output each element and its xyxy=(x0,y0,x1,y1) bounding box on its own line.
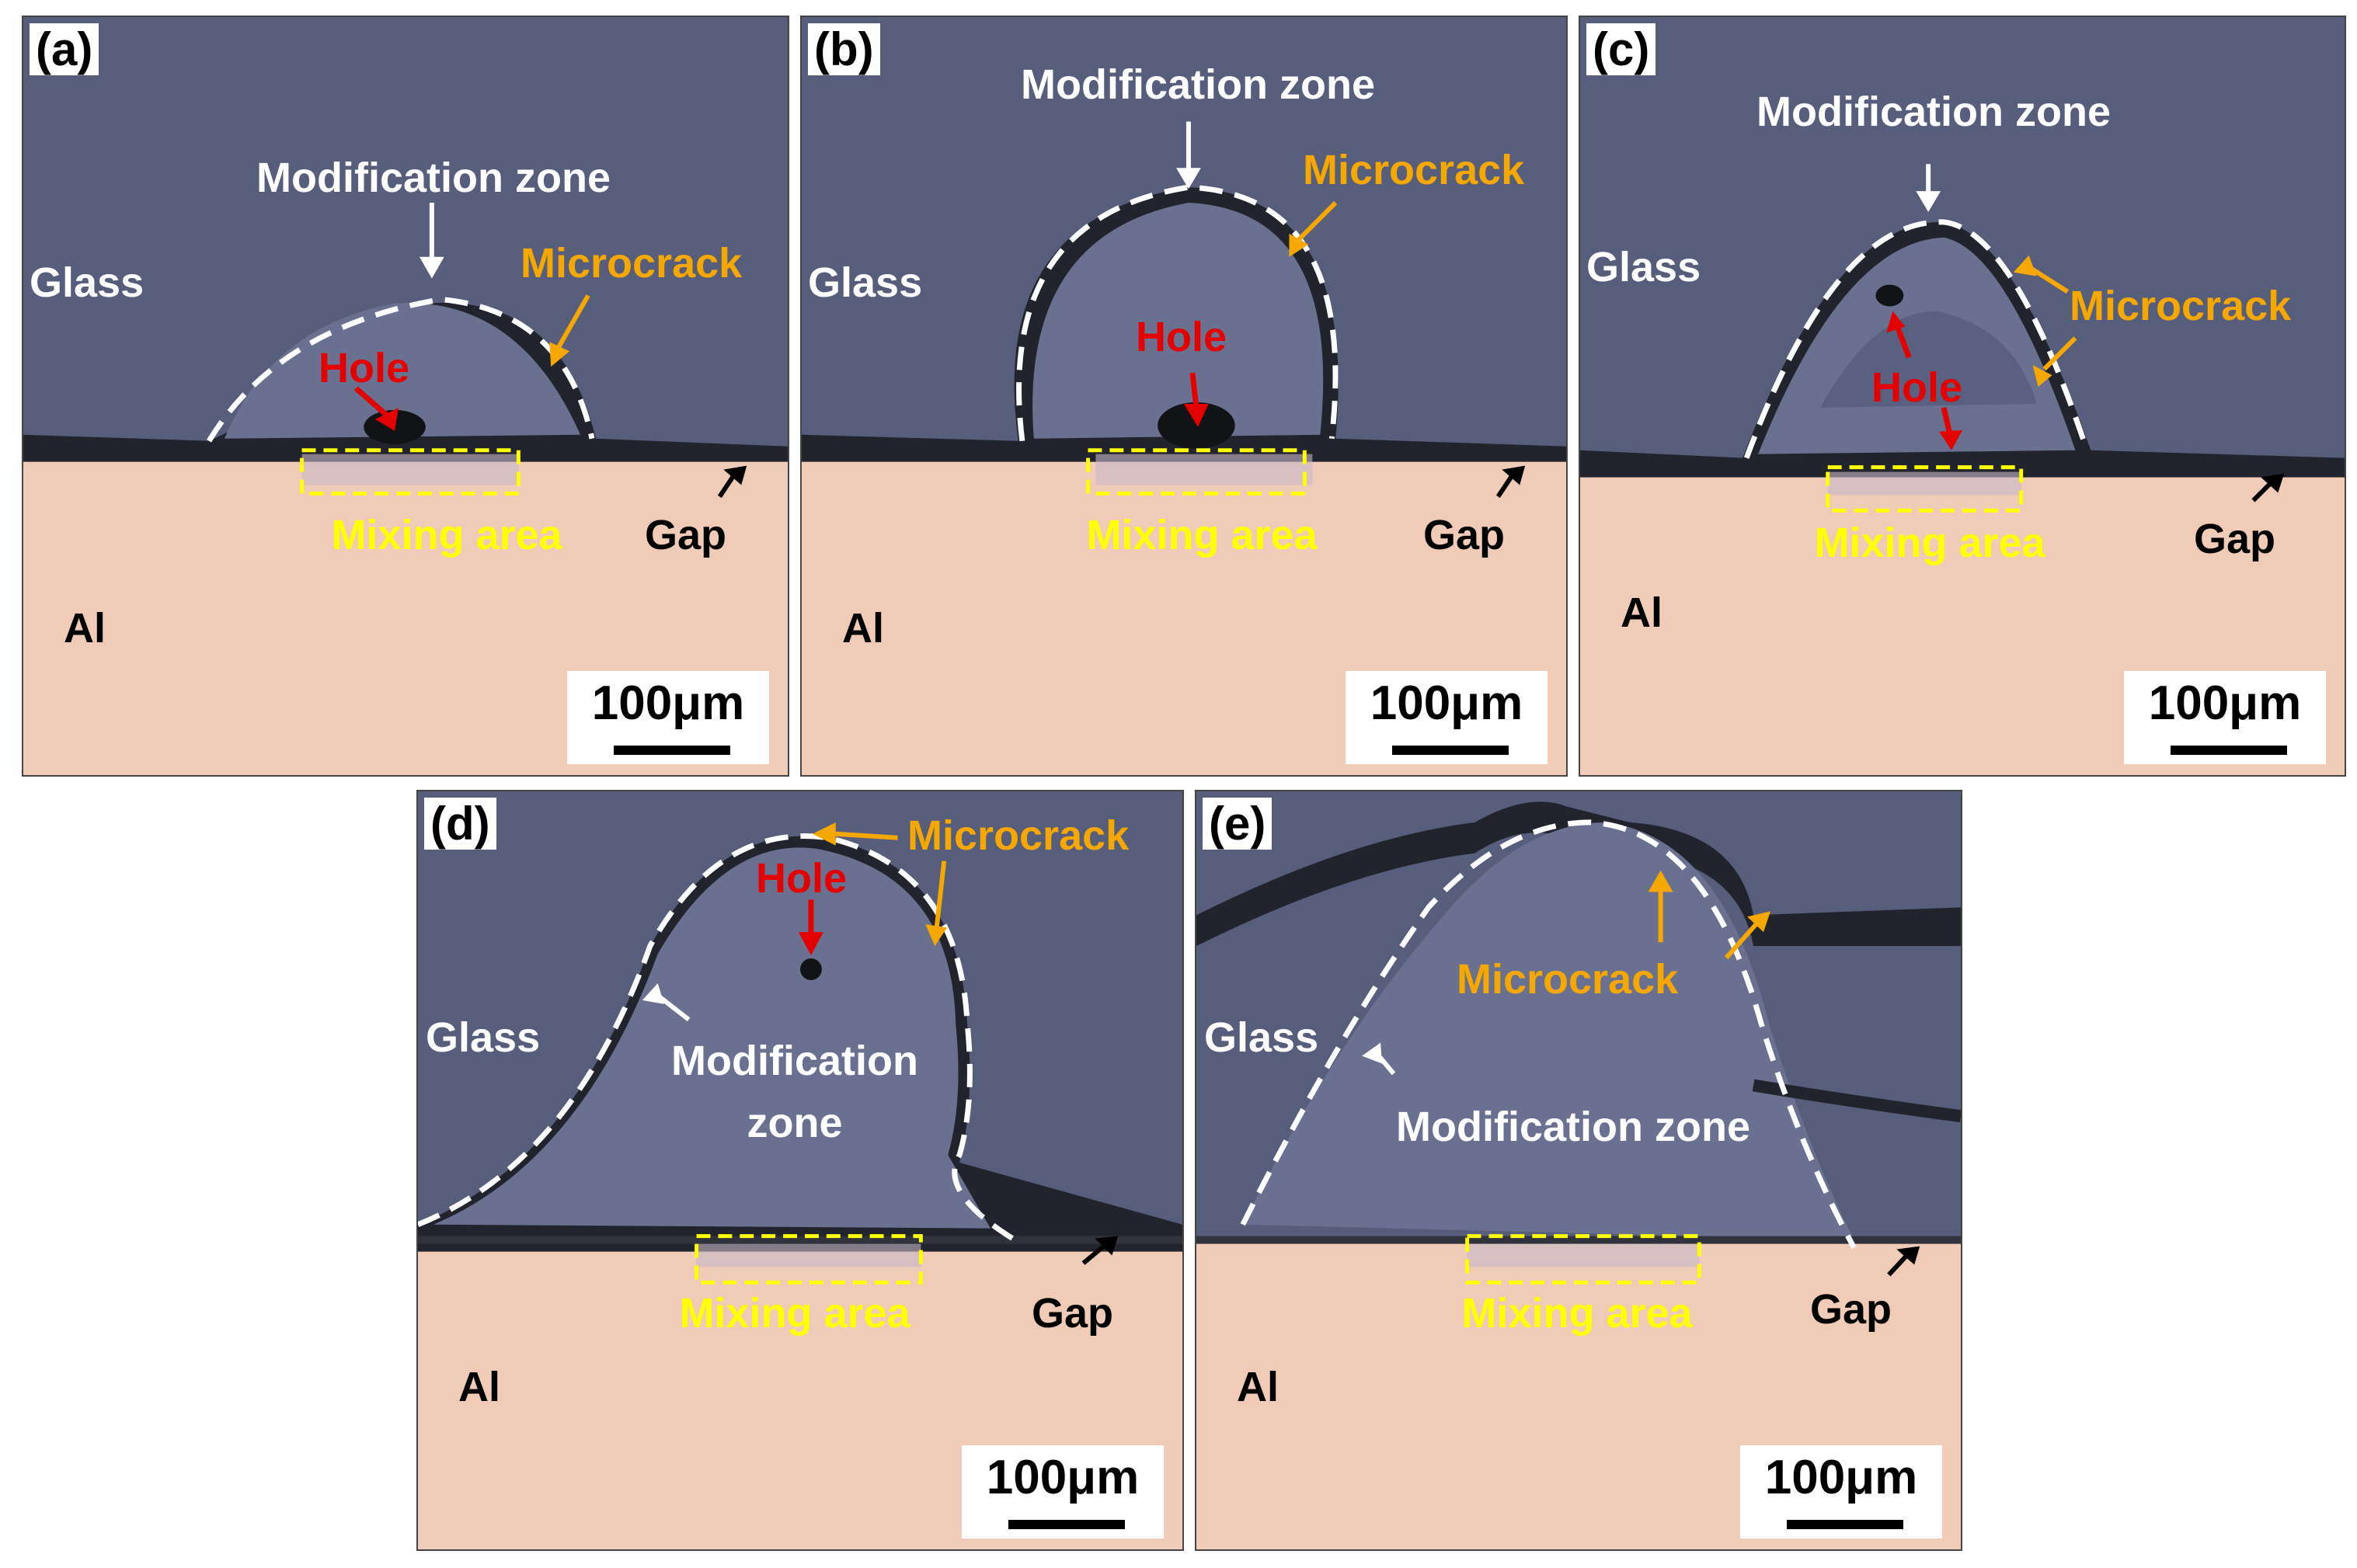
modification-zone-label: Modification xyxy=(671,1038,918,1084)
panel-a: (a) Glass Modification zone Microcrack H… xyxy=(22,16,789,777)
panel-c: (c) Glass Modification zone Microcrack H… xyxy=(1579,16,2346,777)
scale-label: 100μm xyxy=(1370,676,1523,730)
glass-label: Glass xyxy=(1204,1014,1319,1061)
panel-tag: (d) xyxy=(424,798,496,850)
scale-bar: 100μm xyxy=(1346,671,1548,764)
glass-label: Glass xyxy=(808,259,923,306)
panel-e: (e) Glass Modification zone Microcrack M… xyxy=(1195,790,1962,1551)
scale-bar: 100μm xyxy=(962,1445,1164,1538)
scale-bar: 100μm xyxy=(1740,1445,1942,1538)
al-label: Al xyxy=(1621,589,1662,636)
glass-label: Glass xyxy=(30,259,144,306)
panel-d: (d) Glass Modification zone Microcrack H… xyxy=(416,790,1184,1551)
micrograph-b xyxy=(802,17,1566,775)
microcrack-label: Microcrack xyxy=(520,240,743,287)
hole-label: Hole xyxy=(1136,314,1227,360)
al-label: Al xyxy=(842,605,884,652)
modification-zone-label: Modification zone xyxy=(1021,61,1375,108)
scale-bar-line xyxy=(2171,746,2287,755)
hole-label: Hole xyxy=(1871,364,1963,411)
panel-tag: (e) xyxy=(1203,798,1273,850)
scale-bar-line xyxy=(1008,1520,1125,1529)
microcrack-label: Microcrack xyxy=(1457,956,1679,1003)
panel-b: (b) Glass Modification zone Microcrack H… xyxy=(800,16,1568,777)
al-label: Al xyxy=(64,605,106,652)
microcrack-label: Microcrack xyxy=(907,812,1130,859)
micrograph-a xyxy=(23,17,788,775)
scale-label: 100μm xyxy=(1764,1451,1918,1504)
mixing-area-label: Mixing area xyxy=(679,1290,910,1337)
micrograph-e xyxy=(1196,791,1961,1549)
al-label: Al xyxy=(458,1364,500,1410)
modification-zone-label: Modification zone xyxy=(1756,89,2111,135)
panel-tag: (b) xyxy=(808,23,880,75)
microcrack-label: Microcrack xyxy=(2070,283,2292,329)
panel-tag: (a) xyxy=(30,23,99,75)
glass-label: Glass xyxy=(426,1014,541,1061)
gap-label: Gap xyxy=(645,512,727,558)
scale-bar: 100μm xyxy=(567,671,769,764)
hole-label: Hole xyxy=(756,855,848,902)
gap-label: Gap xyxy=(1423,512,1506,558)
modification-zone-label-line2: zone xyxy=(747,1100,843,1146)
mixing-area-label: Mixing area xyxy=(331,512,562,558)
panel-tag: (c) xyxy=(1586,23,1656,75)
scale-bar-line xyxy=(1787,1520,1903,1529)
scale-bar-line xyxy=(614,746,730,755)
modification-zone-label: Modification zone xyxy=(256,155,611,201)
scale-bar: 100μm xyxy=(2124,671,2326,764)
mixing-area-label: Mixing area xyxy=(1814,520,2045,566)
micrograph-d xyxy=(418,791,1182,1549)
scale-bar-line xyxy=(1392,746,1509,755)
scale-label: 100μm xyxy=(591,676,745,730)
modification-zone-label: Modification zone xyxy=(1396,1104,1750,1150)
gap-label: Gap xyxy=(1810,1286,1892,1333)
mixing-area-label: Mixing area xyxy=(1461,1290,1693,1337)
scale-label: 100μm xyxy=(986,1451,1140,1504)
microcrack-label: Microcrack xyxy=(1303,147,1525,193)
hole-label: Hole xyxy=(319,345,410,391)
mixing-area-label: Mixing area xyxy=(1086,512,1318,558)
glass-label: Glass xyxy=(1586,244,1701,290)
al-label: Al xyxy=(1237,1364,1279,1410)
gap-label: Gap xyxy=(2194,516,2276,562)
gap-label: Gap xyxy=(1032,1290,1114,1337)
scale-label: 100μm xyxy=(2148,676,2302,730)
